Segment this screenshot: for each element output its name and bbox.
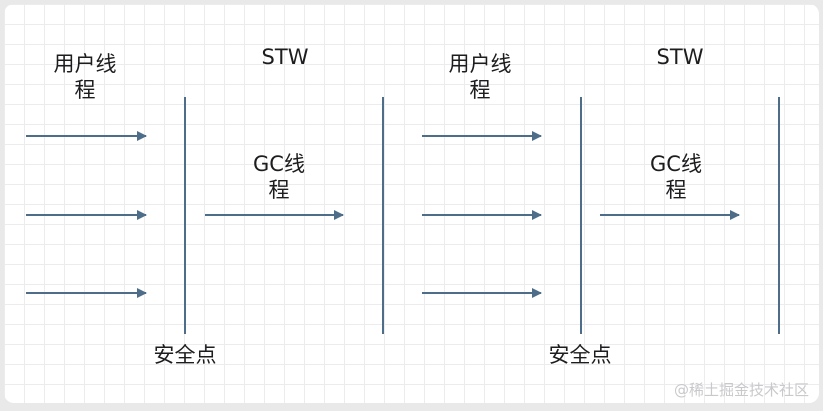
gc-thread-label-line1: GC线: [253, 152, 305, 176]
diagram-canvas: 用户线 程 STW GC线 程 安全点 用户线 程 STW GC线 程 安全点 …: [4, 4, 819, 403]
diagram-svg: [26, 97, 780, 334]
gc-thread-label-line1: GC线: [650, 152, 702, 176]
gc-thread-label-line2: 程: [268, 178, 290, 202]
gc-thread-label: GC线 程: [621, 151, 731, 203]
user-thread-label: 用户线 程: [30, 51, 140, 103]
user-thread-label-line2: 程: [469, 78, 491, 102]
stw-label: STW: [261, 45, 309, 69]
gc-thread-label: GC线 程: [224, 151, 334, 203]
user-thread-label-line1: 用户线: [448, 52, 512, 76]
stw-label: STW: [656, 45, 704, 69]
user-thread-label-line2: 程: [74, 78, 96, 102]
watermark: @稀土掘金技术社区: [673, 381, 809, 399]
safepoint-label: 安全点: [548, 343, 612, 367]
safepoint-label: 安全点: [153, 343, 217, 367]
user-thread-label-line1: 用户线: [53, 52, 117, 76]
user-thread-label: 用户线 程: [425, 51, 535, 103]
gc-thread-label-line2: 程: [665, 178, 687, 202]
